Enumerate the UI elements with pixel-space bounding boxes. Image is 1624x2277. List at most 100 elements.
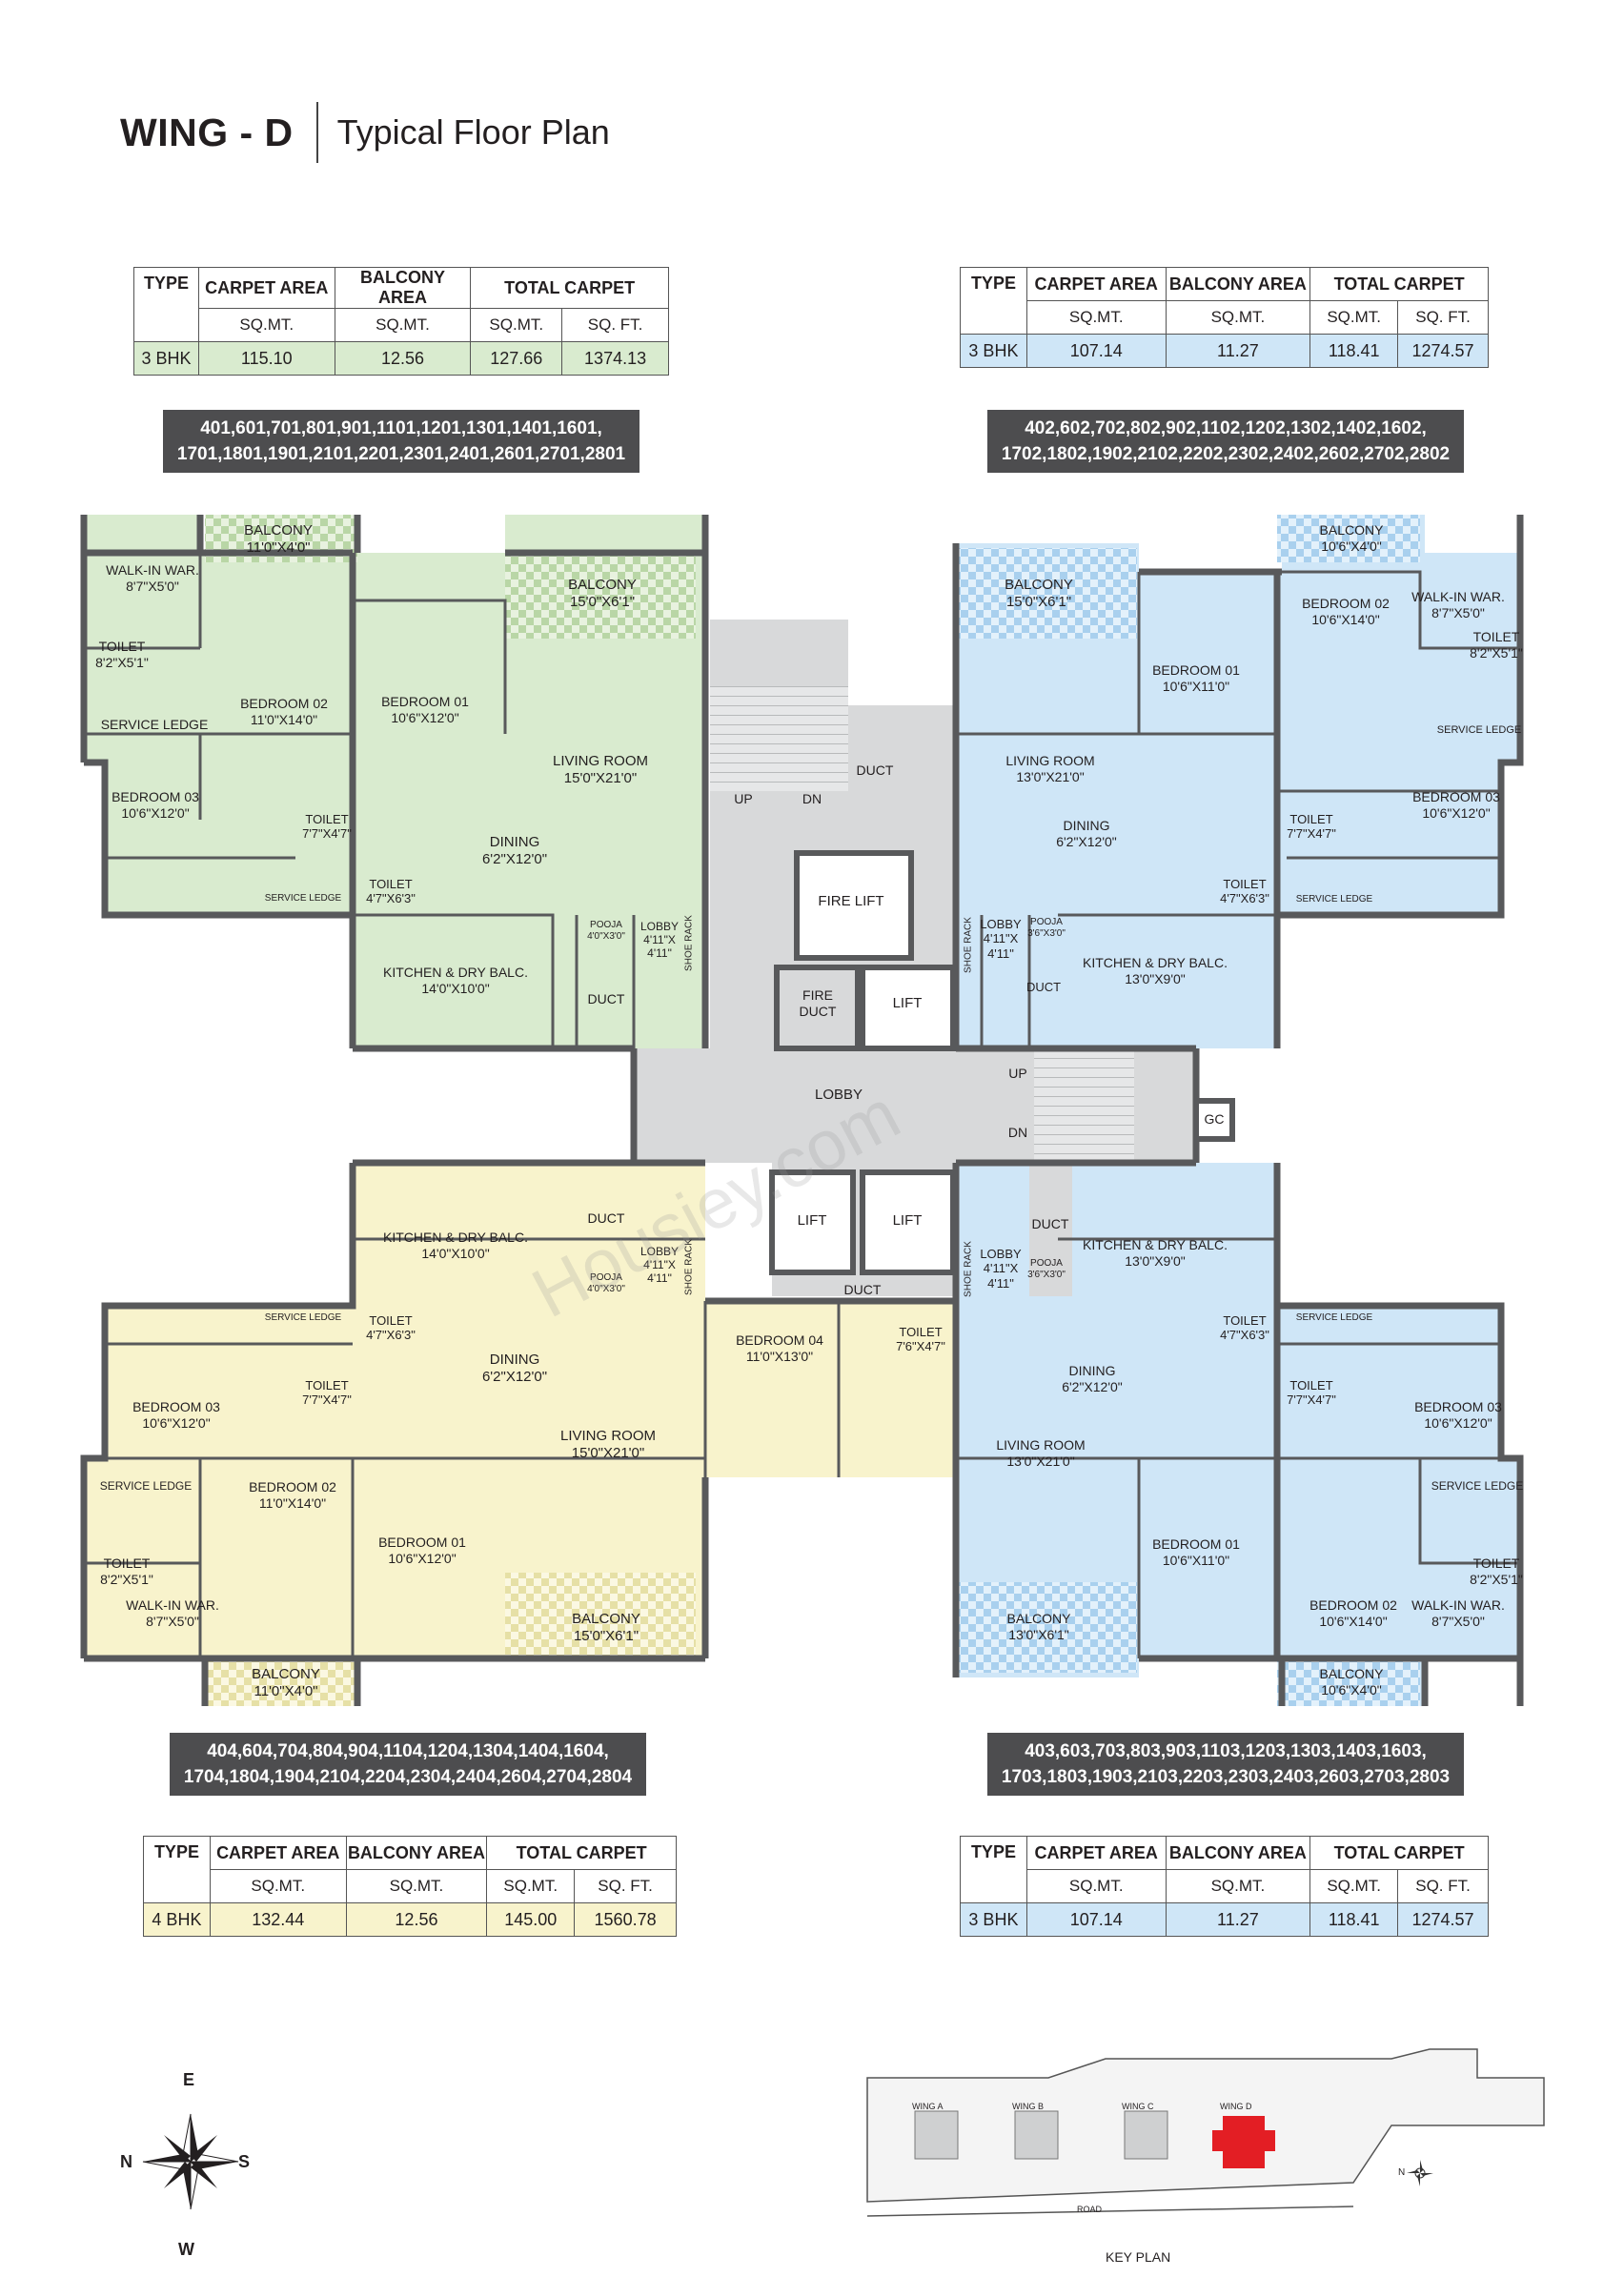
balcony-label-line: BALCONY (568, 577, 637, 593)
toilet-label-line: TOILET (1223, 1313, 1267, 1328)
balcony-hatch (956, 1582, 1137, 1673)
key-plan-compass-icon (1407, 2160, 1433, 2186)
kitchen-label: KITCHEN & DRY BALC.14'0"X10'0" (370, 1230, 541, 1261)
sqft-label: SQ. FT. (561, 308, 669, 342)
toilet-label-line: TOILET (899, 1325, 943, 1339)
bedroom-label-line: 10'6"X12'0" (1422, 804, 1491, 821)
table-row: 3 BHK 107.14 11.27 118.41 1274.57 (960, 334, 1489, 368)
total-sqft-cell: 1274.57 (1397, 334, 1489, 368)
balcony-label-line: BALCONY (1319, 1666, 1384, 1681)
sqmt-label: SQ.MT. (1025, 300, 1167, 335)
toilet-label-line: TOILET (1223, 877, 1267, 891)
kitchen-label-line: 13'0"X9'0" (1125, 1252, 1186, 1269)
table-row: 4 BHK 132.44 12.56 145.00 1560.78 (143, 1902, 677, 1937)
unit-numbers-line: 403,603,703,803,903,1103,1203,1303,1403,… (1025, 1741, 1427, 1761)
service-ledge-label-line: SERVICE LEDGE (264, 893, 342, 904)
kitchen-label-line: KITCHEN & DRY BALC. (1083, 955, 1228, 970)
balcony-cell: 12.56 (345, 1902, 488, 1937)
kitchen-label: KITCHEN & DRY BALC.13'0"X9'0" (1069, 955, 1241, 986)
sqft-label: SQ. FT. (1397, 300, 1489, 335)
balcony-hatch (1277, 1658, 1420, 1706)
duct-label-line: DUCT (587, 991, 625, 1006)
lift-box (860, 965, 956, 1051)
service-ledge-label: SERVICE LEDGE (69, 717, 240, 733)
key-plan-map (866, 2048, 1545, 2217)
living-room-label-line: LIVING ROOM (552, 753, 648, 769)
bedroom-label-line: BEDROOM 03 (112, 789, 199, 804)
service-ledge-label: SERVICE LEDGE (1248, 894, 1420, 905)
kitchen-label-line: 14'0"X10'0" (421, 1245, 490, 1261)
service-ledge-label: SERVICE LEDGE (1393, 724, 1565, 737)
key-plan-wing-b: WING B (1012, 2102, 1044, 2111)
partitions (84, 553, 1520, 1658)
bedroom-label-line: 11'0"X13'0" (745, 1348, 814, 1364)
balcony-label-line: 15'0"X6'1" (573, 1627, 639, 1644)
toilet-label-line: 7'7"X4'7" (1287, 1393, 1336, 1408)
fire-lift-label-line: FIRE LIFT (818, 893, 884, 909)
unit-numbers-bottom-right: 403,603,703,803,903,1103,1203,1303,1403,… (987, 1733, 1464, 1796)
fire-lift-box (794, 850, 914, 961)
type-header: TYPE (133, 267, 199, 342)
bedroom-label-line: BEDROOM 01 (1152, 662, 1240, 678)
bedroom-label-line: 10'6"X12'0" (142, 1414, 211, 1431)
walkin-wardrobe-label-line: WALK-IN WAR. (1411, 1597, 1505, 1613)
compass-s: S (238, 2152, 251, 2171)
balcony-label-line: 13'0"X6'1" (1008, 1626, 1069, 1642)
unit-numbers-line: 402,602,702,802,902,1102,1202,1302,1402,… (1025, 418, 1427, 438)
duct-label: DUCT (964, 1216, 1136, 1232)
lobby-label-line: 4'11"X (983, 1261, 1019, 1276)
key-plan-wing (914, 2110, 959, 2160)
sqmt-label: SQ.MT. (1309, 1869, 1399, 1903)
key-plan-wing-c: WING C (1122, 2102, 1154, 2111)
stair-up-label: UP (658, 791, 829, 807)
dining-label-line: DINING (489, 834, 540, 850)
bedroom-label-line: 10'6"X11'0" (1162, 1552, 1230, 1568)
unit-numbers-line: 1703,1803,1903,2103,2203,2303,2403,2603,… (1001, 1767, 1451, 1787)
duct-label-line: DUCT (856, 762, 894, 778)
type-header: TYPE (960, 1836, 1027, 1903)
lift-box (769, 1169, 856, 1275)
carpet-cell: 107.14 (1025, 1902, 1167, 1937)
balcony-cell: 11.27 (1165, 1902, 1311, 1937)
balcony-header: BALCONY AREA (334, 267, 472, 309)
living-room-label-line: 15'0"X21'0" (563, 769, 638, 786)
dining-label-line: 6'2"X12'0" (1062, 1378, 1123, 1394)
gc-box (1193, 1098, 1235, 1142)
total-sqft-cell: 1374.13 (561, 341, 669, 376)
total-header: TOTAL CARPET (1309, 267, 1489, 301)
gc-label: GC (1128, 1111, 1300, 1128)
bedroom-label-line: 10'6"X11'0" (1162, 678, 1230, 694)
stair-down-label-line: DN (1007, 1125, 1028, 1140)
key-plan-wing-d: WING D (1220, 2102, 1252, 2111)
balcony-cell: 11.27 (1165, 334, 1311, 368)
lobby-label-line: 4'11"X (983, 931, 1019, 946)
dining-label-line: DINING (1068, 1363, 1116, 1378)
stair-down-label: DN (726, 791, 898, 807)
type-cell: 3 BHK (960, 1902, 1027, 1937)
duct-label: DUCT (789, 762, 961, 779)
lobby-label-line: LOBBY (639, 920, 680, 933)
unit-numbers-line: 404,604,704,804,904,1104,1204,1304,1404,… (207, 1741, 609, 1761)
staircase (710, 686, 848, 791)
fire-duct-box (774, 965, 861, 1051)
toilet-label-line: TOILET (369, 877, 413, 891)
